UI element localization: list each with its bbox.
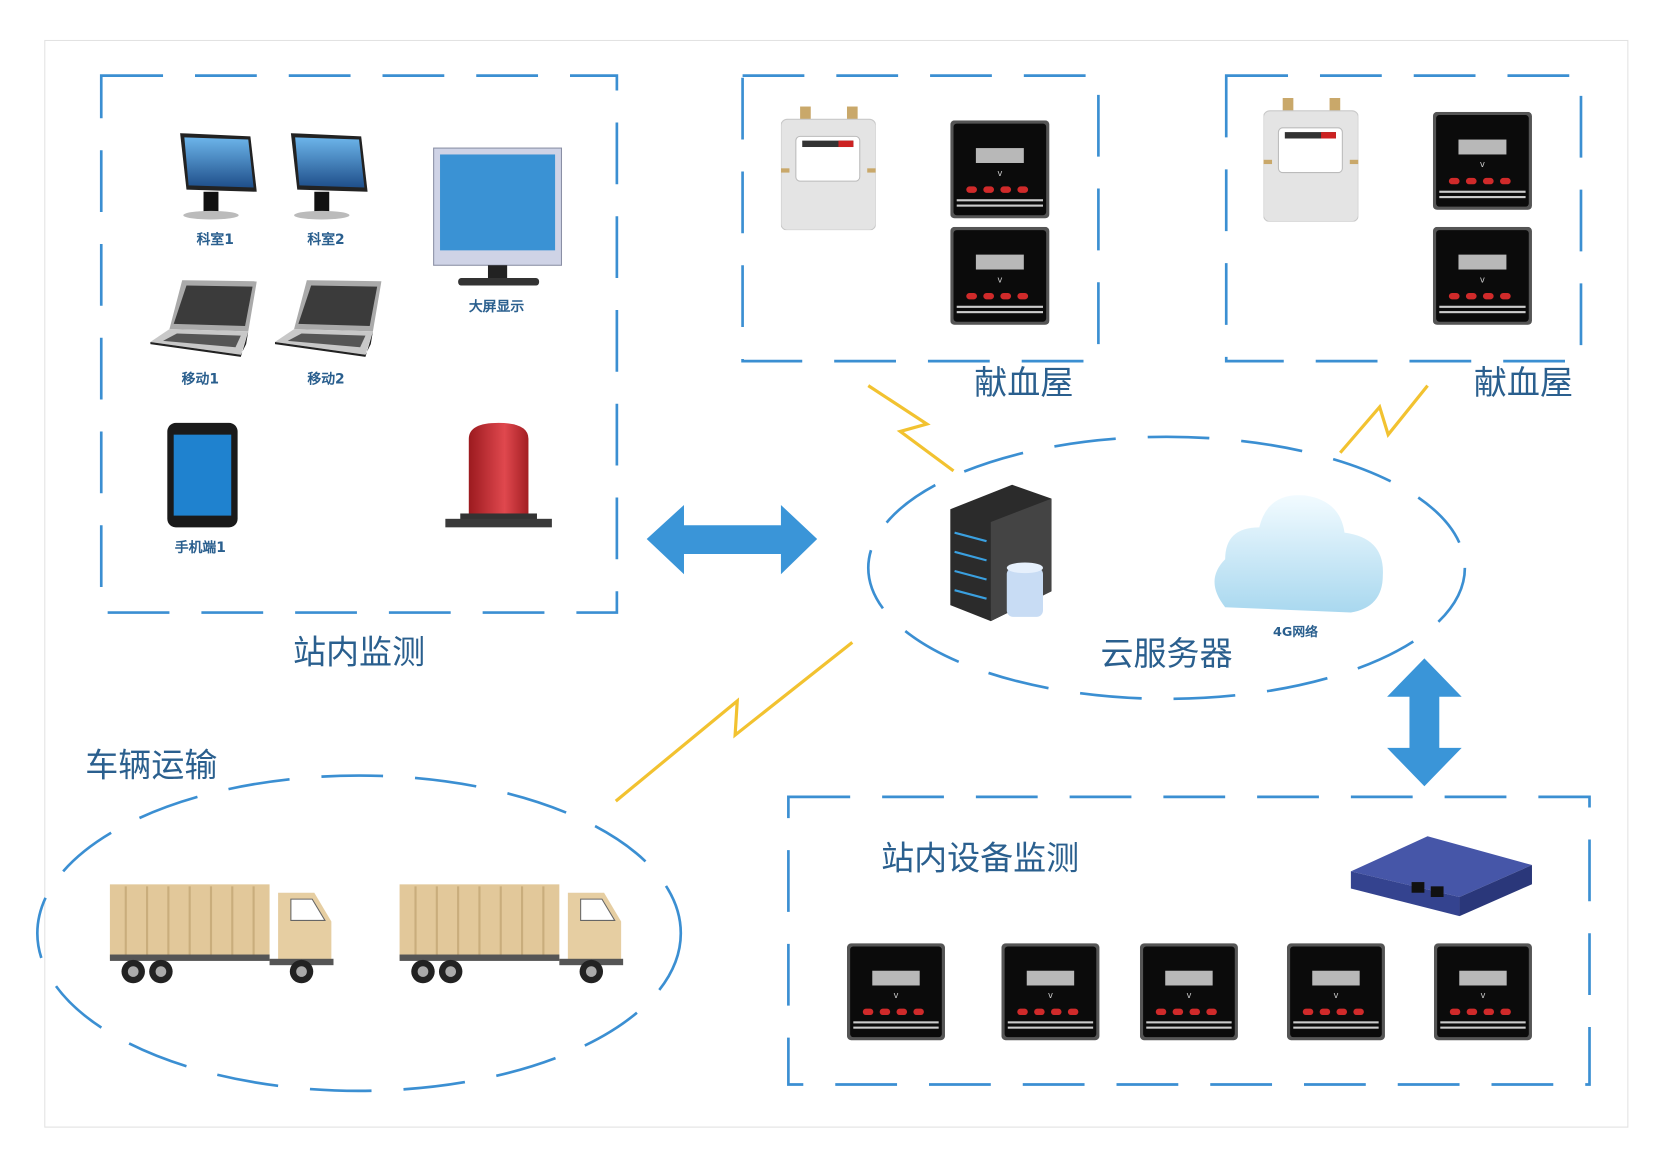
laptop1-label: 移动1 xyxy=(182,371,219,388)
equipment-box xyxy=(787,795,1591,1086)
cloud-server-title: 云服务器 xyxy=(1101,634,1233,673)
power-meter-icon xyxy=(1432,226,1532,325)
vehicles-group: 车辆运输 xyxy=(36,746,683,1093)
desktop-monitor-icon xyxy=(180,133,257,220)
power-meter-icon xyxy=(1286,943,1385,1041)
laptop-icon xyxy=(274,280,382,357)
power-meter-icon xyxy=(846,943,945,1041)
phone-icon xyxy=(167,422,238,528)
server-icon xyxy=(950,484,1052,622)
equipment-group: 站内设备监测 xyxy=(787,795,1591,1086)
cloud-server-group: 4G网络 云服务器 xyxy=(866,435,1467,701)
alarm-light-icon xyxy=(445,422,552,528)
station-monitoring-group: 科室1 科室2 大屏显示 移动1 移动2 手机端1 站内监测 xyxy=(99,74,619,672)
router-icon xyxy=(1350,836,1532,917)
blood-house-2-group: 献血屋 xyxy=(1224,74,1583,402)
station-title: 站内监测 xyxy=(293,633,425,672)
lightning-icon xyxy=(867,384,955,473)
network-label: 4G网络 xyxy=(1273,624,1318,640)
phone1-label: 手机端1 xyxy=(175,539,226,556)
cloud-icon xyxy=(1214,495,1383,613)
truck-icon xyxy=(399,884,624,985)
laptop2-label: 移动2 xyxy=(307,371,344,388)
pc2-label: 科室2 xyxy=(307,231,344,248)
lightning-icon xyxy=(1339,384,1429,454)
equipment-title: 站内设备监测 xyxy=(881,838,1079,877)
gas-meter-icon xyxy=(780,106,876,231)
blood-house-1-group: 献血屋 xyxy=(741,74,1100,402)
vehicles-title: 车辆运输 xyxy=(85,746,217,785)
wireless-links xyxy=(614,384,1429,803)
big-screen-label: 大屏显示 xyxy=(469,298,524,315)
lightning-icon xyxy=(614,641,854,803)
blood-house-2-box xyxy=(1224,74,1583,363)
blood-house-1-title: 献血屋 xyxy=(974,363,1073,402)
diagram-border xyxy=(44,39,1629,1128)
bidirectional-arrow-icon xyxy=(646,504,818,575)
desktop-monitor-icon xyxy=(290,133,368,220)
vehicles-ellipse xyxy=(36,774,683,1093)
laptop-icon xyxy=(150,280,257,357)
gas-meter-icon xyxy=(1263,98,1359,222)
station-box xyxy=(99,74,619,614)
power-meter-icon xyxy=(950,120,1050,219)
truck-icon xyxy=(109,884,334,985)
big-screen-icon xyxy=(433,147,563,286)
power-meter-icon xyxy=(1139,943,1238,1041)
blood-house-2-title: 献血屋 xyxy=(1474,363,1573,402)
power-meter-icon xyxy=(1432,111,1532,210)
power-meter-icon xyxy=(1433,943,1532,1041)
pc1-label: 科室1 xyxy=(197,231,234,248)
blood-house-1-box xyxy=(741,74,1100,363)
power-meter-icon xyxy=(950,226,1050,325)
bidirectional-arrow-icon xyxy=(1387,658,1462,787)
power-meter-icon xyxy=(1001,943,1100,1041)
cloud-server-ellipse xyxy=(866,435,1467,701)
